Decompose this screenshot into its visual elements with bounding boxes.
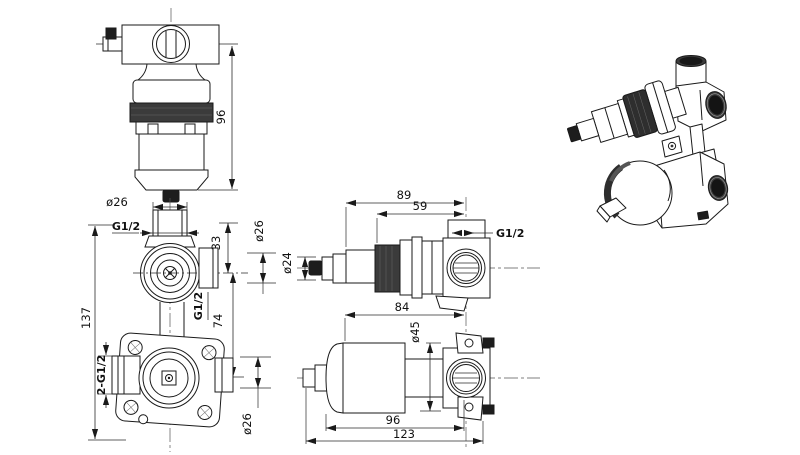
plate-hole xyxy=(138,414,149,425)
dim-89-depth: 89 xyxy=(397,188,412,202)
dim-74-spacing: 74 xyxy=(211,314,225,329)
dim-dia24-spindle: ø24 xyxy=(280,252,294,274)
dim-96-lower-depth: 96 xyxy=(386,413,401,427)
neck xyxy=(136,63,207,81)
top-view: 96 xyxy=(96,8,238,203)
dim-dia26-outlet: ø26 xyxy=(252,220,266,242)
label-2-g12-inlets: 2-G1/2 xyxy=(95,355,108,396)
outlet-port xyxy=(198,247,219,289)
dim-top-height: 96 xyxy=(214,110,228,125)
plate-screws xyxy=(123,339,217,421)
dim-dia26-inlet: ø26 xyxy=(240,413,254,435)
clip xyxy=(105,27,117,40)
mixer-cartridge-3d xyxy=(567,80,687,143)
volume-cylinder xyxy=(342,342,406,414)
label-g12-side-port: G1/2 xyxy=(496,227,524,240)
label-g12-stem: G1/2 xyxy=(112,220,140,233)
spindle-tip xyxy=(162,189,180,203)
dim-33-offset: 33 xyxy=(209,236,223,251)
dim-137-height: 137 xyxy=(79,307,93,329)
dim-84-body-depth: 84 xyxy=(395,300,410,314)
volume-cap xyxy=(325,342,344,414)
inlet-port-right xyxy=(214,357,234,393)
shoulder xyxy=(132,79,211,104)
mixer-spindle xyxy=(345,249,376,284)
iso-view xyxy=(567,55,729,229)
mixer-knurled-nut xyxy=(374,244,401,293)
side-view: G1/2 89 59 ø24 xyxy=(280,188,540,450)
front-view: ø26 G1/2 33 ø26 137 xyxy=(79,195,276,452)
stem-port xyxy=(152,209,188,237)
knurled-ring xyxy=(129,102,214,123)
dim-dia26-stem: ø26 xyxy=(106,195,128,209)
dim-59-cartridge-depth: 59 xyxy=(413,199,428,213)
inlet-port-left xyxy=(111,355,141,395)
upper-port-flange xyxy=(447,219,486,239)
dim-123-total-depth: 123 xyxy=(393,427,415,441)
label-g12-outlet: G1/2 xyxy=(192,292,205,320)
mixer-spindle-tip xyxy=(308,260,323,276)
dim-dia45-cartridge: ø45 xyxy=(408,321,422,343)
cartridge-body xyxy=(138,133,205,171)
top-port-circle xyxy=(152,25,190,63)
